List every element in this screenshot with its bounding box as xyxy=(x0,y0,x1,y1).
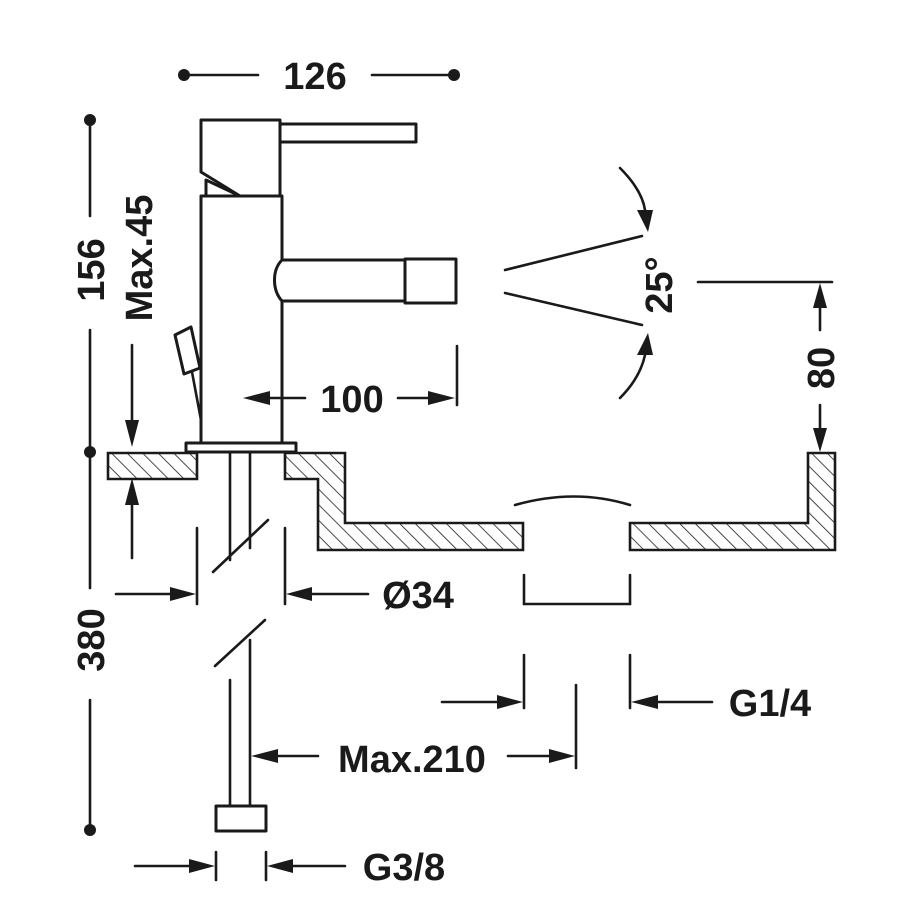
shank-and-hose xyxy=(195,450,287,833)
dimension-depth-380: 380 xyxy=(71,450,113,836)
dim-label-380: 380 xyxy=(71,608,113,671)
dimension-deck-max45: Max.45 xyxy=(119,195,161,560)
dimension-connection-g14: G1/4 xyxy=(440,653,811,725)
dimension-outlet-height-80: 80 xyxy=(696,280,843,452)
dimension-hose-max210: Max.210 xyxy=(251,683,578,781)
dim-label-max210: Max.210 xyxy=(338,739,486,781)
dimension-hole-diameter-34: Ø34 xyxy=(114,575,454,617)
dim-label-25-degrees: 25° xyxy=(639,256,681,313)
dimension-width-126: 126 xyxy=(178,56,460,98)
dim-label-g38: G3/8 xyxy=(363,847,445,889)
dimension-height-156: 156 xyxy=(71,114,113,458)
mixer-body xyxy=(173,118,458,454)
dimension-spout-reach-100: 100 xyxy=(243,344,459,421)
dim-label-g14: G1/4 xyxy=(729,683,811,725)
drain-opening xyxy=(513,495,632,606)
dim-label-126: 126 xyxy=(283,56,346,98)
dim-label-diameter-34: Ø34 xyxy=(382,575,454,617)
dim-label-max45: Max.45 xyxy=(119,195,161,322)
dimension-spray-angle-25: 25° xyxy=(503,166,681,400)
deck-section-hatched xyxy=(106,451,837,552)
dim-label-80: 80 xyxy=(801,347,843,389)
dim-label-100: 100 xyxy=(320,379,383,421)
dimension-connection-g38: G3/8 xyxy=(133,847,445,889)
dim-label-156: 156 xyxy=(71,238,113,301)
